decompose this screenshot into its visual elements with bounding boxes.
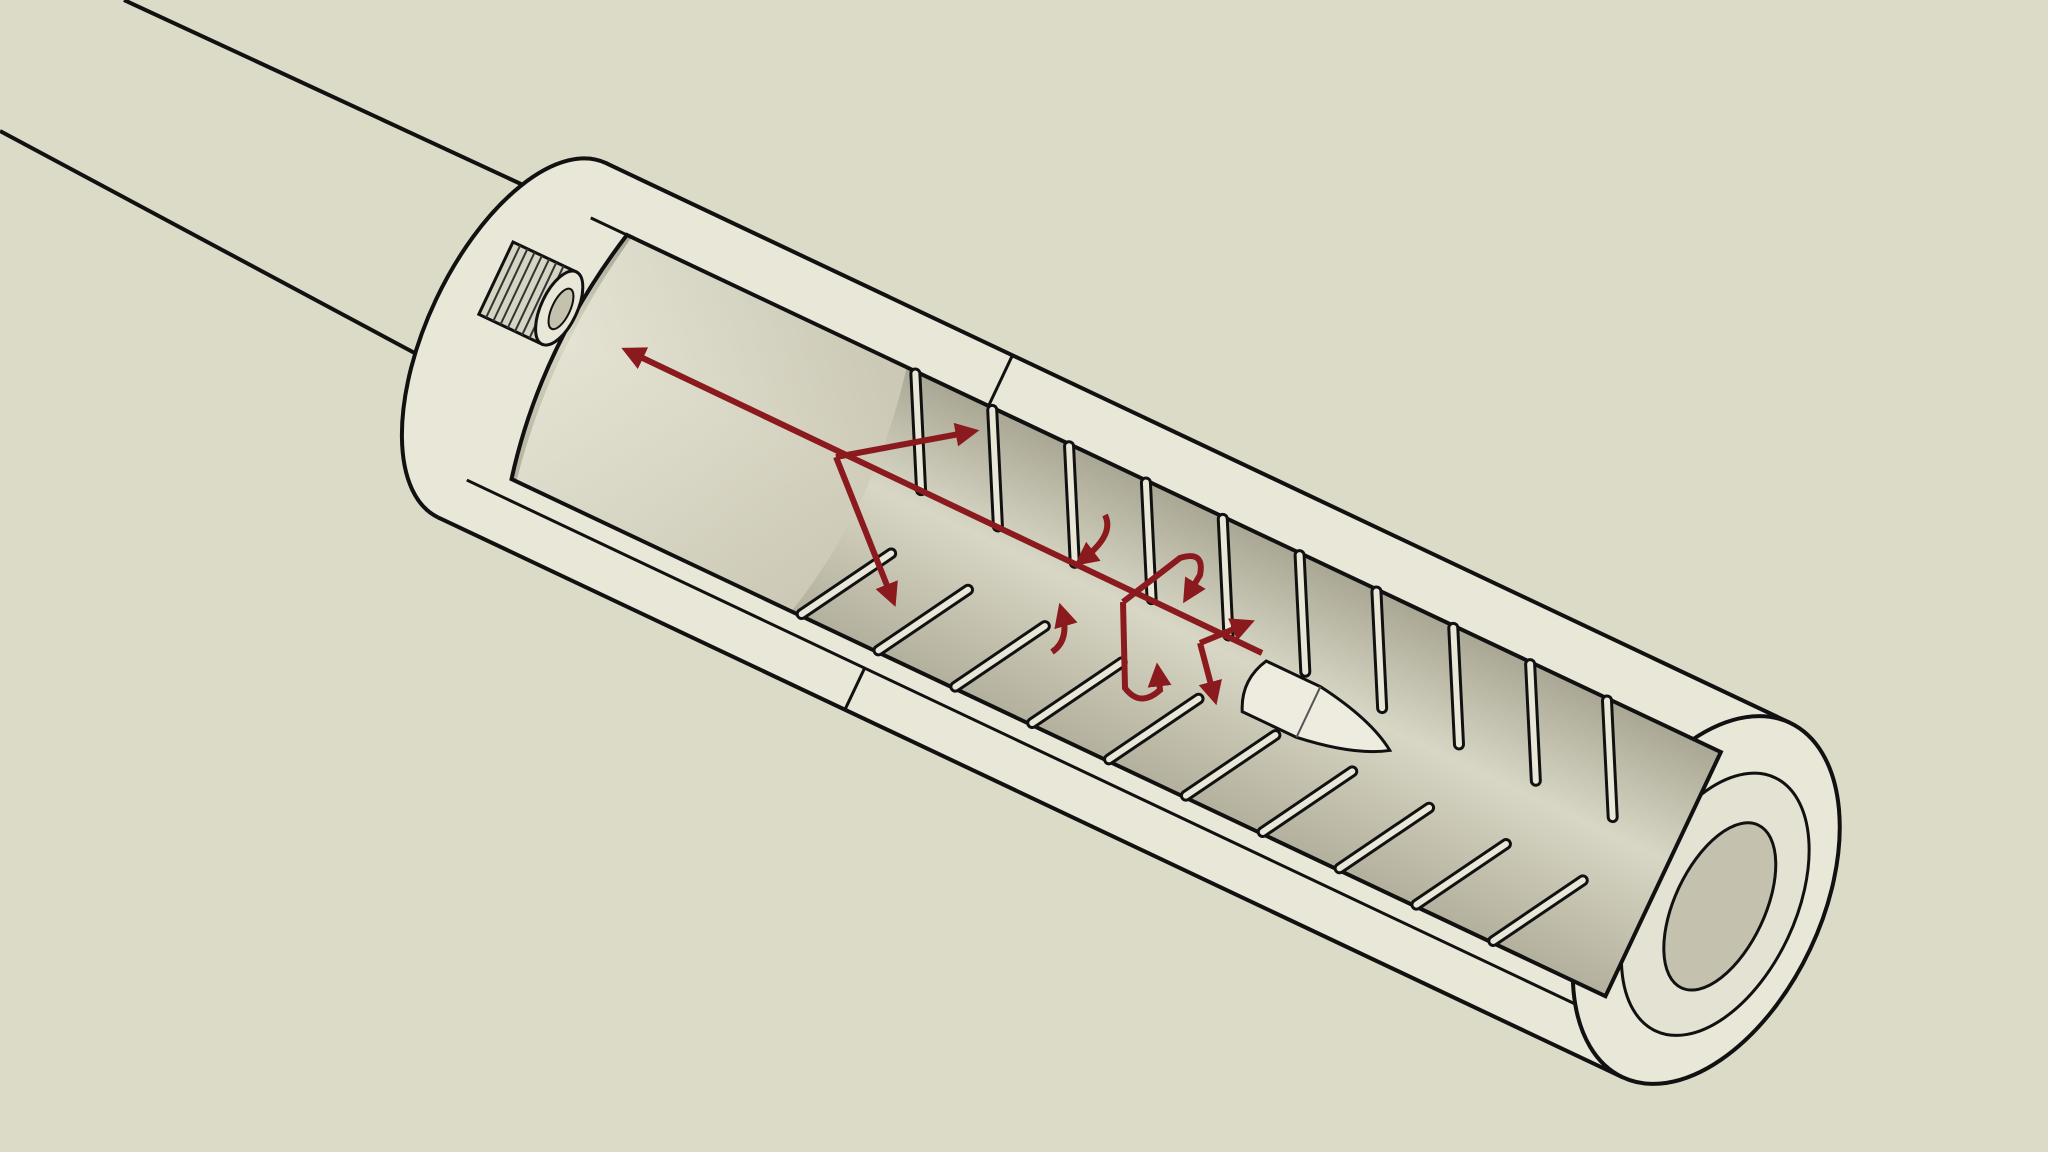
baffle <box>875 586 972 654</box>
gas-flow-arrow <box>1050 602 1078 655</box>
gas-flow-arrow <box>1074 513 1111 566</box>
gas-flow-arrow <box>1121 553 1206 605</box>
baffle <box>1413 841 1509 908</box>
baffle <box>1450 624 1462 748</box>
baffle <box>989 406 1001 530</box>
baffle <box>1296 552 1309 675</box>
gas-flow-arrow <box>835 422 980 460</box>
baffle <box>1066 443 1078 566</box>
baffle <box>1259 768 1356 835</box>
baffle <box>1029 659 1125 727</box>
baffle <box>912 370 925 494</box>
baffle-stack <box>795 367 1619 947</box>
gas-flow-arrow <box>833 455 898 607</box>
baffle <box>1373 588 1386 712</box>
gas-flow-arrow <box>621 347 1264 656</box>
gas-flow-arrow <box>1120 601 1172 702</box>
tube-seam <box>987 354 1014 407</box>
baffle <box>1182 732 1279 799</box>
baffle <box>1490 877 1586 944</box>
baffle <box>1336 804 1433 872</box>
baffle <box>1219 515 1232 639</box>
baffle <box>1603 697 1616 821</box>
baffle <box>952 623 1048 690</box>
gas-flow-arrow <box>1197 642 1222 706</box>
gas-flow-arrows <box>621 347 1264 706</box>
bullet <box>1240 659 1393 754</box>
expansion-chamber <box>516 238 907 610</box>
baffle <box>1106 695 1202 763</box>
threaded-muzzle <box>476 239 585 347</box>
baffle <box>1527 661 1539 784</box>
gas-flow-arrow <box>1198 618 1255 646</box>
